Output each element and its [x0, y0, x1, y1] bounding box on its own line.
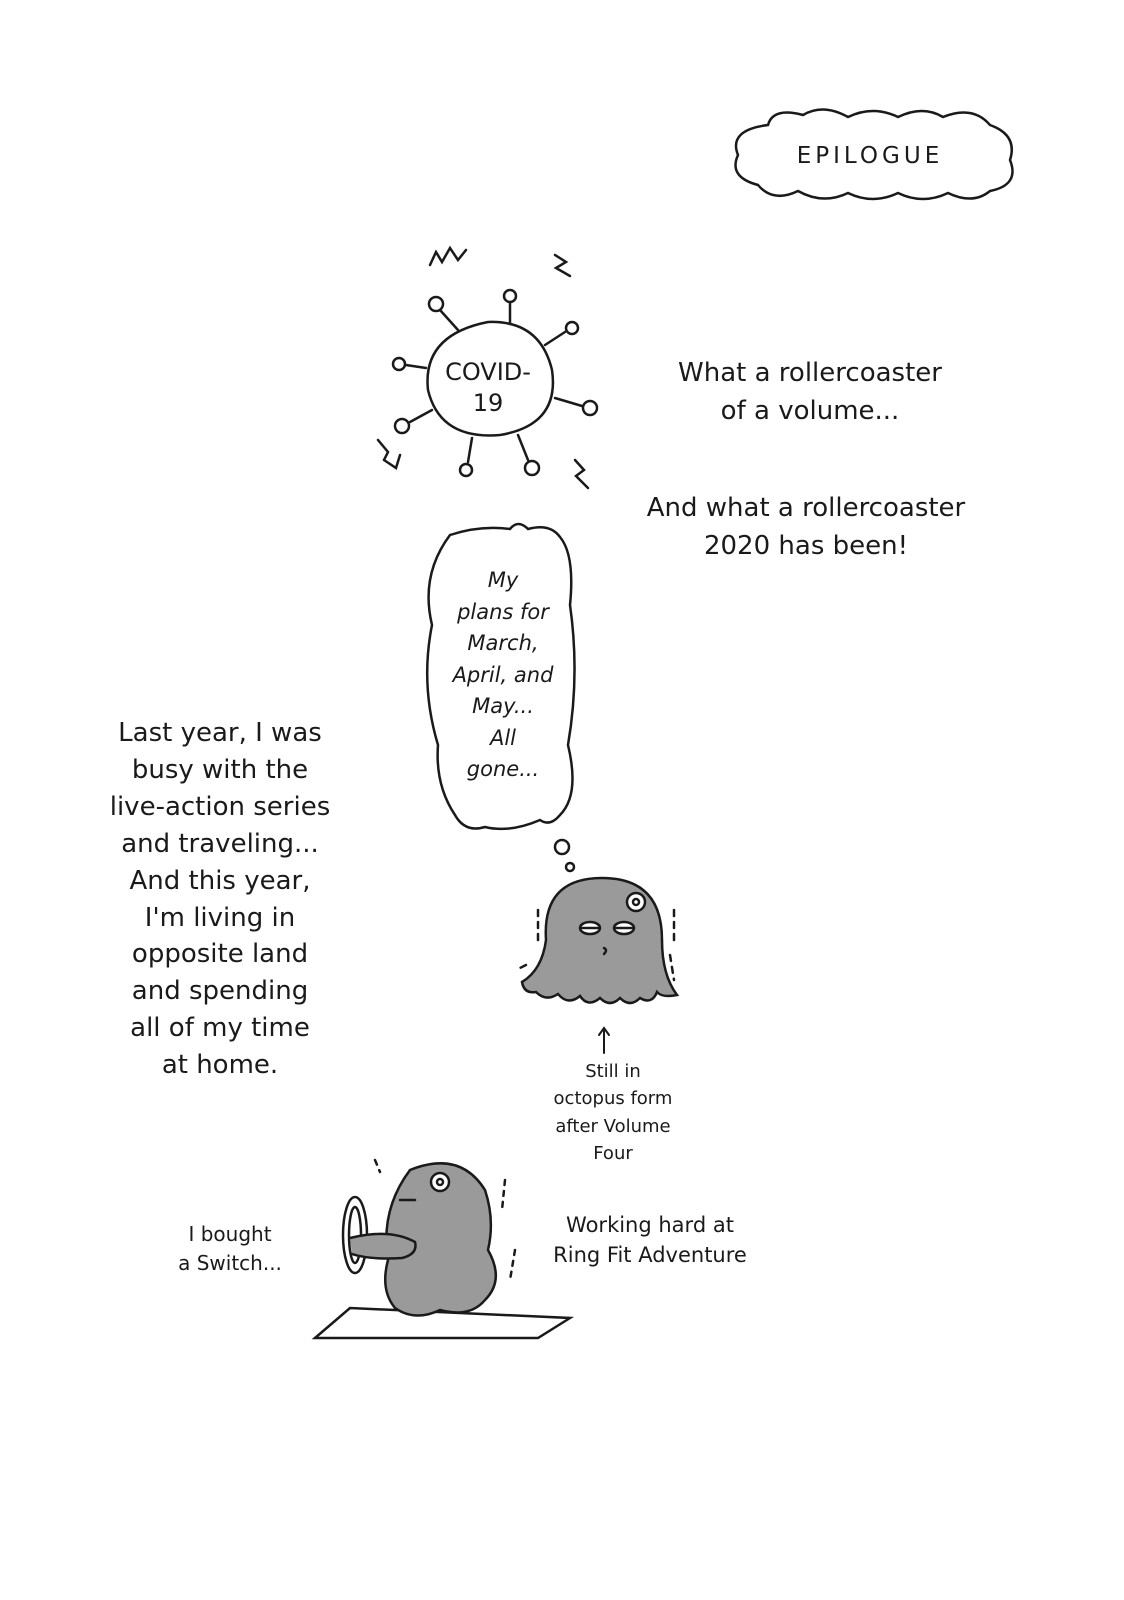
octopus-sitting-illustration [514, 876, 680, 1005]
volume-rollercoaster-text: What a rollercoaster of a volume... [678, 358, 942, 426]
epilogue-title: EPILOGUE [796, 143, 944, 169]
ringfit-note: Working hard at Ring Fit Adventure [553, 1213, 747, 1268]
up-arrow-icon [598, 1026, 610, 1054]
epilogue-cloud [734, 108, 1014, 201]
thought-bubble-text: My plans for March, April, and May... Al… [452, 568, 554, 781]
thought-bubble [425, 522, 576, 873]
covid-label: COVID- 19 [445, 358, 531, 418]
switch-note: I bought a Switch... [178, 1222, 282, 1275]
last-year-narration: Last year, I was busy with the live-acti… [109, 718, 331, 1081]
octopus-form-note: Still in octopus form after Volume Four [553, 1061, 673, 1165]
ringfit-octopus-illustration [311, 1158, 575, 1340]
year-rollercoaster-text: And what a rollercoaster 2020 has been! [646, 493, 966, 561]
covid-virus-illustration [376, 245, 599, 490]
